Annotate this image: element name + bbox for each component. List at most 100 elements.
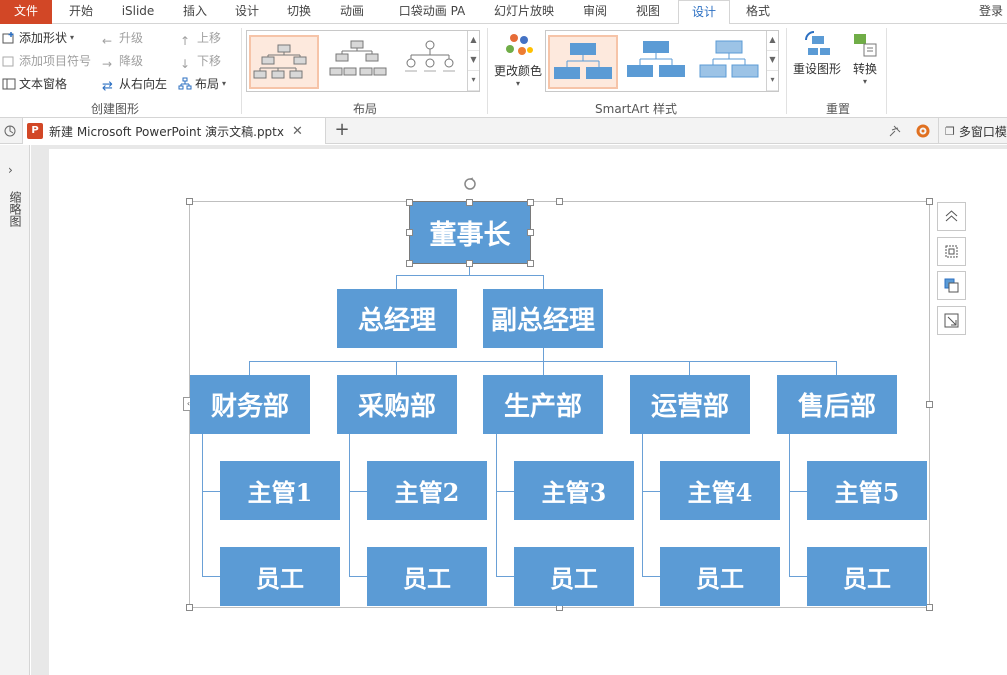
arrow-up-icon: ↑ xyxy=(180,34,191,48)
connector-line xyxy=(836,361,837,375)
move-up-button[interactable]: ↑ 上移 xyxy=(180,28,221,48)
arrange-button[interactable] xyxy=(937,271,966,300)
layout-gallery: ▲▼▾ xyxy=(246,30,480,92)
ribbon: 添加形状 ▾ 添加项目符号 文本窗格 ← 升级 → 降级 ⇄ 从右向左 ↑ 上移… xyxy=(0,24,1007,118)
node-handle[interactable] xyxy=(466,199,473,206)
move-up-label: 上移 xyxy=(197,31,222,45)
demote-button[interactable]: → 降级 xyxy=(102,51,143,71)
style-option-flat[interactable] xyxy=(548,35,618,89)
text-pane-button[interactable]: 文本窗格 xyxy=(2,74,67,94)
resize-handle[interactable] xyxy=(926,401,933,408)
gallery-scroll[interactable]: ▲▼▾ xyxy=(467,31,479,91)
node-handle[interactable] xyxy=(527,199,534,206)
rotate-handle-icon[interactable] xyxy=(463,177,477,191)
layout-option-circle[interactable] xyxy=(397,35,467,89)
menu-bar: 文件 开始 iSlide 插入 设计 切换 动画 口袋动画 PA 幻灯片放映 审… xyxy=(0,0,1007,25)
expand-chevron-icon[interactable]: › xyxy=(8,163,13,177)
move-down-label: 下移 xyxy=(197,54,222,68)
new-tab-button[interactable]: + xyxy=(334,119,350,140)
login-link[interactable]: 登录 xyxy=(978,4,1003,18)
org-node-staff[interactable]: 员工 xyxy=(660,547,780,606)
resize-handle[interactable] xyxy=(186,604,193,611)
org-node-manager[interactable]: 主管5 xyxy=(807,461,927,520)
layout-option-hierarchy[interactable] xyxy=(324,35,394,89)
layout-options-button[interactable] xyxy=(937,237,966,266)
tab-animations[interactable]: 动画 xyxy=(339,4,364,18)
org-layout-icon xyxy=(178,77,192,91)
org-node-general-manager[interactable]: 总经理 xyxy=(337,289,457,348)
layout-options-icon xyxy=(945,245,958,258)
layout-option-org[interactable] xyxy=(249,35,319,89)
close-icon[interactable]: ✕ xyxy=(292,123,303,139)
org-node-department[interactable]: 采购部 xyxy=(337,375,457,434)
tab-pocket-animation[interactable]: 口袋动画 PA xyxy=(398,4,466,18)
sync-icon[interactable] xyxy=(2,123,18,139)
org-node-deputy-manager[interactable]: 副总经理 xyxy=(483,289,603,348)
org-node-department[interactable]: 售后部 xyxy=(777,375,897,434)
resize-handle[interactable] xyxy=(556,198,563,205)
org-node-manager[interactable]: 主管1 xyxy=(220,461,340,520)
multi-window-button[interactable]: ❐ 多窗口模 xyxy=(938,118,1007,144)
change-colors-button[interactable]: 更改颜色 ▾ xyxy=(490,30,546,88)
add-shape-label: 添加形状 xyxy=(19,31,68,45)
reset-graphic-button[interactable]: 重设图形 xyxy=(790,30,844,77)
add-shape-button[interactable]: 添加形状 ▾ xyxy=(2,28,74,48)
group-label-smartart-styles: SmartArt 样式 xyxy=(595,102,677,116)
arrow-right-icon: → xyxy=(102,57,113,71)
right-to-left-label: 从右向左 xyxy=(119,77,168,91)
org-node-staff[interactable]: 员工 xyxy=(367,547,487,606)
tab-design[interactable]: 设计 xyxy=(234,4,259,18)
tab-view[interactable]: 视图 xyxy=(635,4,660,18)
node-handle[interactable] xyxy=(527,260,534,267)
org-node-manager[interactable]: 主管4 xyxy=(660,461,780,520)
settings-gear-icon[interactable] xyxy=(914,122,932,140)
right-to-left-button[interactable]: ⇄ 从右向左 xyxy=(102,74,167,94)
node-handle[interactable] xyxy=(527,229,534,236)
org-node-manager[interactable]: 主管3 xyxy=(514,461,634,520)
org-node-department[interactable]: 运营部 xyxy=(630,375,750,434)
org-node-department[interactable]: 财务部 xyxy=(190,375,310,434)
resize-handle[interactable] xyxy=(186,198,193,205)
org-node-staff[interactable]: 员工 xyxy=(807,547,927,606)
resize-handle[interactable] xyxy=(926,198,933,205)
connector-line xyxy=(642,576,660,577)
tab-insert[interactable]: 插入 xyxy=(182,4,207,18)
move-down-button[interactable]: ↓ 下移 xyxy=(180,51,221,71)
connector-line xyxy=(202,576,220,577)
node-handle[interactable] xyxy=(406,199,413,206)
org-node-chairman[interactable]: 董事长 xyxy=(409,201,531,264)
pin-icon[interactable] xyxy=(886,122,904,140)
layout-button[interactable]: 布局 ▾ xyxy=(178,74,226,94)
connector-line xyxy=(642,491,660,492)
tab-review[interactable]: 审阅 xyxy=(582,4,607,18)
add-bullet-button[interactable]: 添加项目符号 xyxy=(2,51,91,71)
convert-button[interactable]: 转换 ▾ xyxy=(846,30,884,86)
tab-format[interactable]: 格式 xyxy=(745,4,770,18)
style-option-subtle[interactable] xyxy=(623,35,693,89)
style-option-gradient[interactable] xyxy=(696,35,766,89)
node-handle[interactable] xyxy=(406,260,413,267)
tab-smartart-design[interactable]: 设计 xyxy=(678,0,730,25)
tab-transitions[interactable]: 切换 xyxy=(286,4,311,18)
org-node-staff[interactable]: 员工 xyxy=(514,547,634,606)
resize-handle[interactable] xyxy=(926,604,933,611)
connector-line xyxy=(543,275,544,289)
tab-file[interactable]: 文件 xyxy=(0,0,52,24)
tab-islide[interactable]: iSlide xyxy=(121,4,155,18)
promote-button[interactable]: ← 升级 xyxy=(102,28,143,48)
gallery-scroll[interactable]: ▲▼▾ xyxy=(766,31,778,91)
thumbnail-pane-label[interactable]: 缩略图 xyxy=(8,191,22,227)
collapse-button[interactable] xyxy=(937,202,966,231)
tab-home[interactable]: 开始 xyxy=(68,4,93,18)
resize-button[interactable] xyxy=(937,306,966,335)
resize-diagonal-icon xyxy=(944,313,959,328)
tab-slideshow[interactable]: 幻灯片放映 xyxy=(493,4,554,18)
connector-line xyxy=(469,263,470,275)
document-tab[interactable]: P 新建 Microsoft PowerPoint 演示文稿.pptx ✕ xyxy=(22,118,326,144)
node-handle[interactable] xyxy=(466,260,473,267)
swap-icon: ⇄ xyxy=(102,79,113,94)
org-node-manager[interactable]: 主管2 xyxy=(367,461,487,520)
org-node-staff[interactable]: 员工 xyxy=(220,547,340,606)
node-handle[interactable] xyxy=(406,229,413,236)
org-node-department[interactable]: 生产部 xyxy=(483,375,603,434)
